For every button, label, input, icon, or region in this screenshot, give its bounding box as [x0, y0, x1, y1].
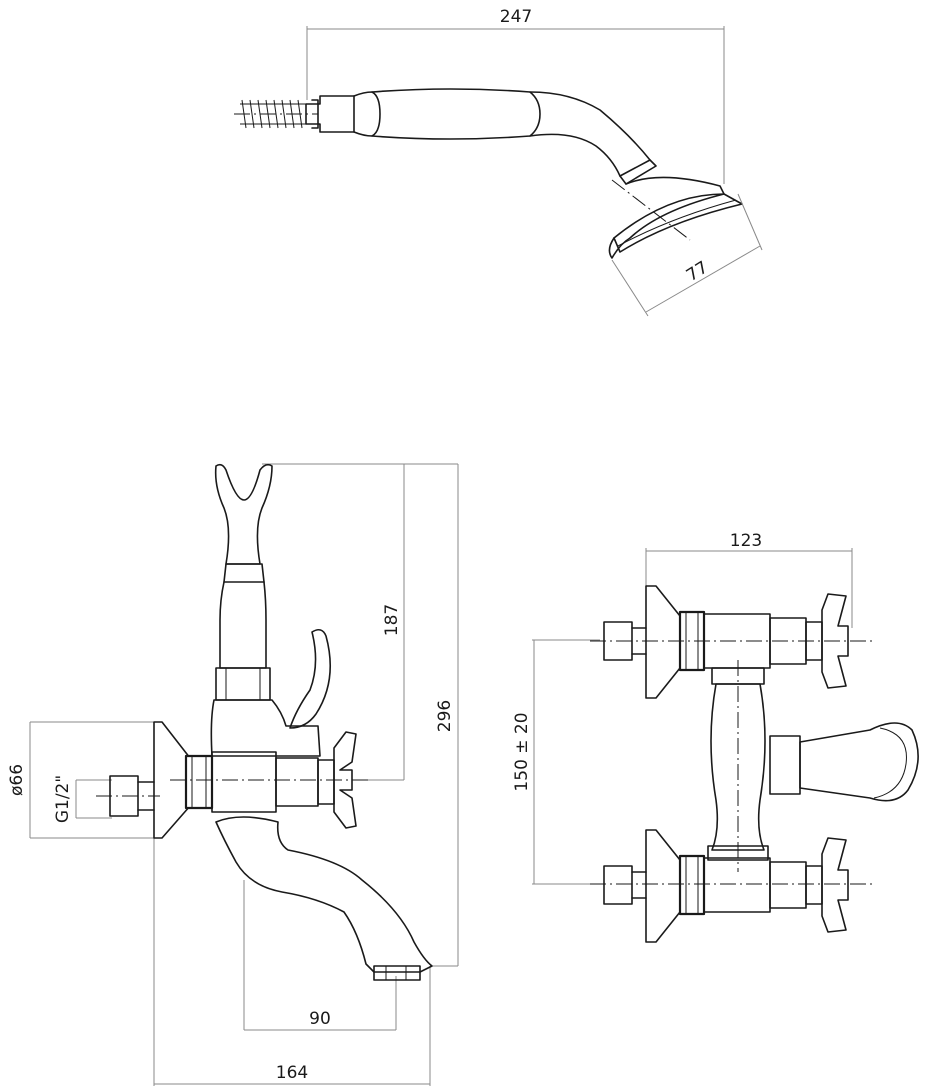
dimension-inlet-thread: G1/2"	[53, 775, 112, 823]
label-187: 187	[382, 604, 402, 636]
vertical-mixer-body	[707, 660, 919, 872]
lower-inlet-assembly	[590, 829, 876, 943]
label-77: 77	[683, 258, 712, 286]
dimension-shower-head-diameter: 77	[611, 193, 763, 317]
label-123: 123	[730, 531, 762, 551]
dimension-holder-to-axis: 187	[262, 463, 405, 781]
upper-inlet-assembly	[590, 585, 876, 699]
label-flange-diameter: ø66	[7, 764, 27, 796]
label-164: 164	[276, 1063, 308, 1083]
mixer-front-view: 123 150 ± 20	[512, 531, 919, 943]
dimension-overall-depth: 164	[153, 838, 431, 1086]
hand-shower-view: 247	[234, 7, 763, 317]
dimension-inlet-centres: 150 ± 20	[512, 639, 600, 885]
shower-holder	[214, 463, 273, 701]
shower-head	[608, 159, 743, 259]
dimension-spout-projection: 90	[243, 880, 397, 1031]
dimension-overall-height: 296	[404, 463, 459, 967]
dimension-flange-diameter: ø66	[7, 721, 154, 839]
bath-spout	[215, 816, 433, 981]
mixer-body	[170, 699, 372, 829]
diverter-lever	[289, 628, 331, 729]
mixer-side-view: 187 296 ø66 G1/2" 90	[7, 463, 459, 1086]
shower-hose	[234, 99, 318, 129]
shower-handle	[305, 88, 651, 177]
dimension-hand-shower-length: 247	[306, 7, 725, 184]
label-296: 296	[435, 700, 455, 732]
label-90: 90	[309, 1009, 331, 1029]
dimension-overall-width: 123	[645, 531, 853, 628]
label-inlet-thread: G1/2"	[53, 775, 73, 823]
label-150-20: 150 ± 20	[512, 712, 532, 791]
label-247: 247	[500, 7, 532, 27]
